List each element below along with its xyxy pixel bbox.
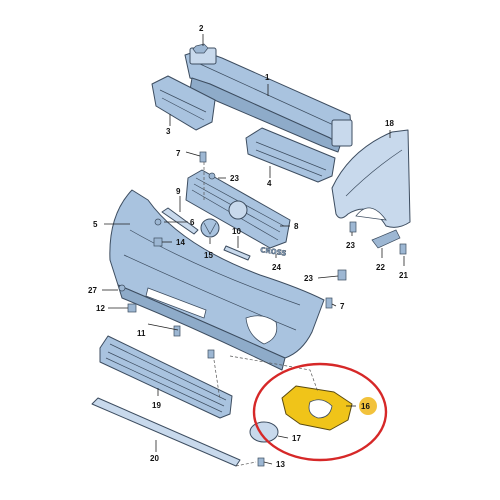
clip-14 <box>153 237 163 247</box>
callout-20: 20 <box>150 454 159 463</box>
trim-strip-part <box>161 207 199 235</box>
lower-absorber-part <box>245 127 336 183</box>
cross-emblem-lettering: CROSS <box>260 246 287 258</box>
clip-23-fender <box>349 221 357 233</box>
screw-13 <box>257 457 265 467</box>
screw-12 <box>127 303 137 313</box>
callout-18: 18 <box>385 119 394 128</box>
callout-7-top: 7 <box>176 149 181 158</box>
cross-emblem-part: CROSS <box>259 246 287 258</box>
callout-19: 19 <box>152 401 161 410</box>
screw-7-top <box>199 151 207 163</box>
fog-light-frame-part <box>281 385 353 431</box>
callout-11: 11 <box>137 329 146 338</box>
callout-15: 15 <box>204 251 213 260</box>
radiator-grille-part <box>185 169 291 249</box>
callout-10: 10 <box>232 227 241 236</box>
callout-13: 13 <box>276 460 285 469</box>
callout-14: 14 <box>176 238 185 247</box>
callout-numbers: 2 1 3 4 5 6 7 8 9 10 11 12 14 15 16 17 1… <box>88 24 408 469</box>
callout-7-right: 7 <box>340 302 345 311</box>
bracket-22 <box>371 229 401 249</box>
guide-lines <box>203 162 319 467</box>
highlight-ring <box>252 362 388 462</box>
clip-6 <box>154 218 162 226</box>
callout-16: 16 <box>361 402 370 411</box>
callout-3: 3 <box>166 127 171 136</box>
callout-24: 24 <box>272 263 281 272</box>
screw-7-right <box>325 297 333 309</box>
crash-absorber-part <box>151 75 216 131</box>
callout-5: 5 <box>93 220 98 229</box>
clip-23-right <box>337 269 347 281</box>
fasteners <box>118 151 407 467</box>
callout-6: 6 <box>190 218 195 227</box>
callout-27: 27 <box>88 286 97 295</box>
lower-grille-part <box>99 335 233 419</box>
callout-21: 21 <box>399 271 408 280</box>
callout-17: 17 <box>292 434 301 443</box>
bumper-cover-part <box>109 189 325 371</box>
callout-8: 8 <box>294 222 299 231</box>
small-trim-part <box>223 245 251 261</box>
clip-23-top <box>208 172 216 180</box>
callout-12: 12 <box>96 304 105 313</box>
screw-11 <box>173 325 181 337</box>
screw-21 <box>399 243 407 255</box>
callout-4: 4 <box>267 179 272 188</box>
vw-emblem-part <box>200 218 220 238</box>
callout-22: 22 <box>376 263 385 272</box>
leader-lines <box>102 34 405 465</box>
callout-23-top: 23 <box>230 174 239 183</box>
callout-1: 1 <box>265 73 270 82</box>
callout-9: 9 <box>176 187 181 196</box>
bracket-nut-part <box>192 43 209 54</box>
callout-23-right: 23 <box>304 274 313 283</box>
highlight-badge <box>359 397 377 415</box>
callout-23-fender: 23 <box>346 241 355 250</box>
callout-2: 2 <box>199 24 204 33</box>
fender-part <box>331 129 411 228</box>
clip-lower <box>207 349 215 359</box>
clip-27 <box>118 284 126 292</box>
spoiler-strip-part <box>91 397 241 467</box>
